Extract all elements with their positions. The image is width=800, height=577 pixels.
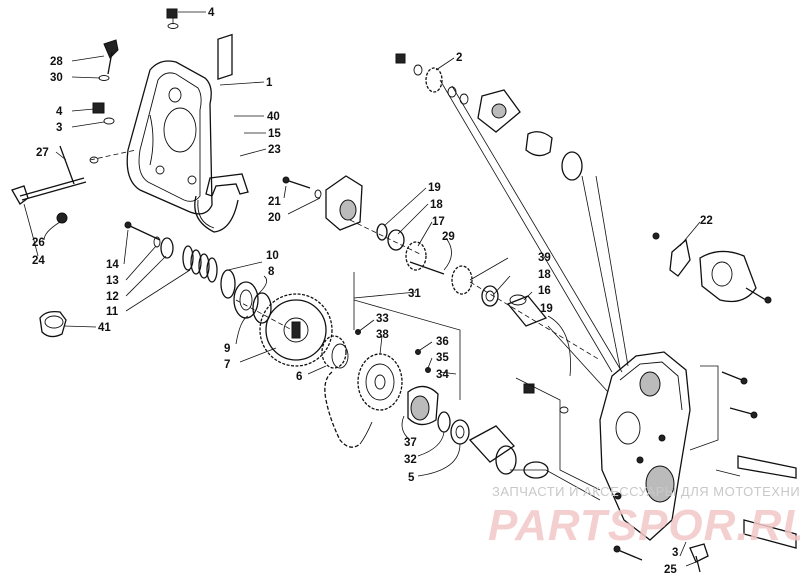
callout-32: 32	[404, 454, 417, 466]
small-sprocket-6	[321, 335, 349, 369]
callout-3b: 3	[672, 547, 678, 559]
washers-32-5	[437, 411, 470, 445]
watermark: ЗАПЧАСТИ И АКСЕССУАРЫ ДЛЯ МОТОТЕХНИКИ PA…	[488, 484, 800, 550]
callout-19b: 19	[540, 303, 553, 315]
tensioner-stack	[124, 221, 272, 324]
callout-30: 30	[50, 72, 63, 84]
sprocket-38	[357, 353, 403, 411]
callout-4a: 4	[208, 7, 215, 19]
callout-5: 5	[408, 472, 415, 484]
callout-22: 22	[700, 215, 713, 227]
callout-39: 39	[538, 252, 551, 264]
callout-34: 34	[436, 369, 449, 381]
drive-chain	[324, 371, 373, 448]
callout-21: 21	[268, 196, 281, 208]
callout-9: 9	[224, 343, 230, 355]
callout-4b: 4	[56, 106, 63, 118]
callout-28: 28	[50, 56, 63, 68]
callout-40: 40	[267, 111, 280, 123]
callout-2: 2	[456, 52, 462, 64]
callout-38: 38	[376, 329, 389, 341]
shift-lever	[11, 145, 99, 224]
watermark-caption: ЗАПЧАСТИ И АКСЕССУАРЫ ДЛЯ МОТОТЕХНИКИ	[492, 484, 800, 499]
callout-3a: 3	[56, 122, 62, 134]
chaincase-cover	[126, 60, 213, 215]
bearing-housing	[325, 175, 363, 231]
callout-17: 17	[432, 216, 445, 228]
callout-36: 36	[436, 336, 449, 348]
callout-14: 14	[106, 259, 119, 271]
shaft-bolt-21	[282, 176, 322, 199]
callout-13: 13	[106, 275, 119, 287]
cover-bolts	[92, 8, 179, 125]
top-shaft-parts-2	[395, 53, 583, 181]
output-shafts	[737, 455, 797, 549]
chaincase-housing	[599, 351, 691, 541]
callout-12: 12	[106, 291, 119, 303]
callout-15: 15	[268, 128, 281, 140]
callout-23: 23	[268, 144, 281, 156]
flange-seal-5	[468, 425, 517, 475]
callout-26: 26	[32, 237, 45, 249]
gear-39-bearing-18	[451, 265, 499, 307]
large-sprocket-7	[259, 293, 333, 367]
callout-25: 25	[664, 564, 677, 576]
callout-11: 11	[106, 306, 119, 318]
callout-41: 41	[98, 322, 111, 334]
callout-6: 6	[296, 371, 302, 383]
callout-29: 29	[442, 231, 455, 243]
callout-10: 10	[266, 250, 279, 262]
dipstick-plug	[39, 310, 67, 338]
callout-8: 8	[268, 266, 275, 278]
watermark-logo: PARTSPOR.RU	[488, 501, 800, 550]
spring-11	[182, 245, 218, 283]
callout-19a: 19	[428, 182, 441, 194]
callout-18b: 18	[538, 269, 551, 281]
callout-31: 31	[408, 288, 421, 300]
callout-37: 37	[404, 437, 417, 449]
chain-guide	[194, 33, 249, 233]
callout-27: 27	[36, 147, 49, 159]
assembly-lines	[89, 79, 741, 501]
bearing-parts-20-17	[376, 223, 445, 275]
hub-37	[407, 385, 439, 426]
callout-20: 20	[268, 212, 281, 224]
callout-18a: 18	[430, 199, 443, 211]
callout-35: 35	[436, 352, 449, 364]
leader-lines	[23, 11, 701, 567]
callout-24: 24	[32, 255, 45, 267]
brake-assembly-22	[652, 232, 772, 304]
callout-7: 7	[224, 359, 230, 371]
spacer-16	[506, 294, 548, 327]
callout-33: 33	[376, 313, 389, 325]
callout-1: 1	[266, 77, 273, 89]
callout-16: 16	[538, 285, 551, 297]
callout-labels: 4 28 30 1 4 3 40 15 23 27 26 24 2 21 20 …	[32, 7, 713, 576]
